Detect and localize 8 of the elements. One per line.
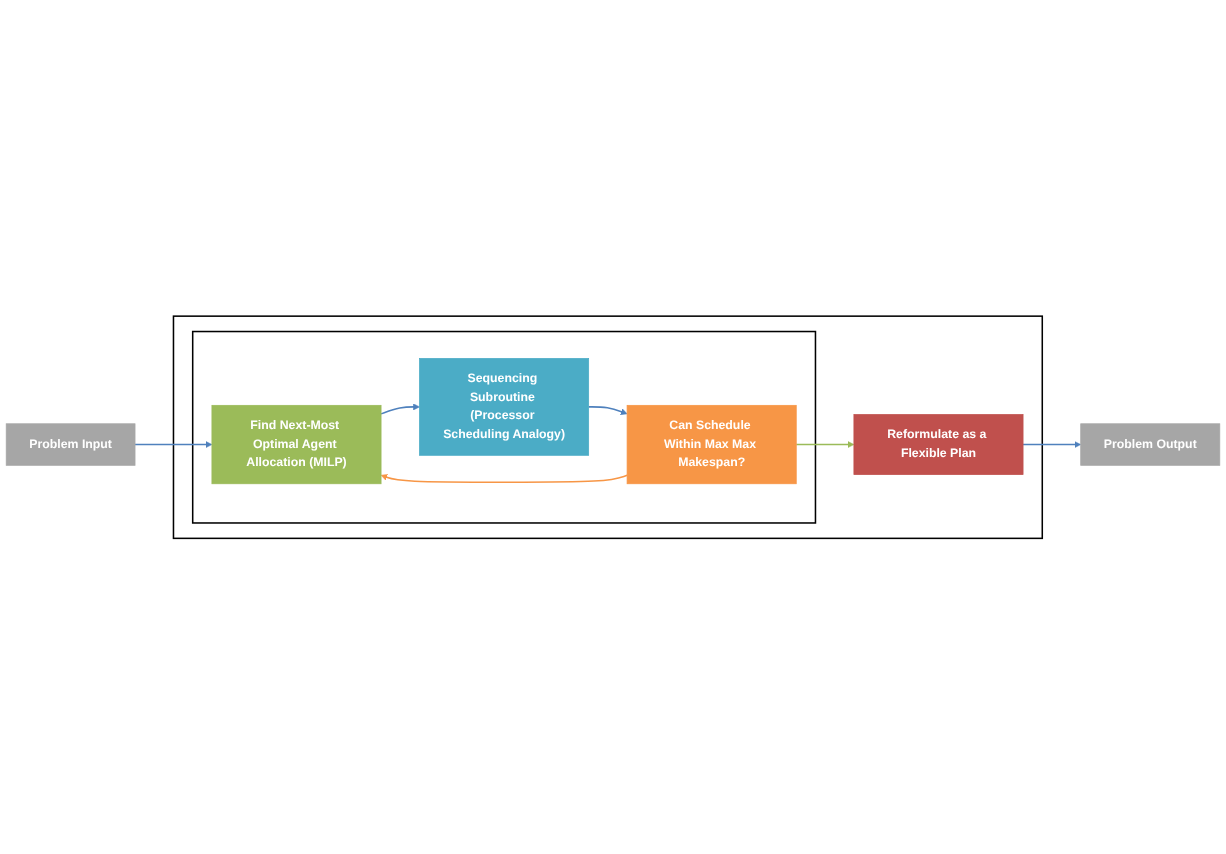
cluster — [172, 315, 1044, 539]
cluster — [191, 330, 817, 524]
arrow — [380, 403, 420, 415]
arrow — [795, 440, 855, 448]
arrow — [134, 440, 213, 448]
arrow — [587, 405, 628, 415]
arrow — [380, 473, 628, 483]
arrow — [1022, 440, 1082, 448]
